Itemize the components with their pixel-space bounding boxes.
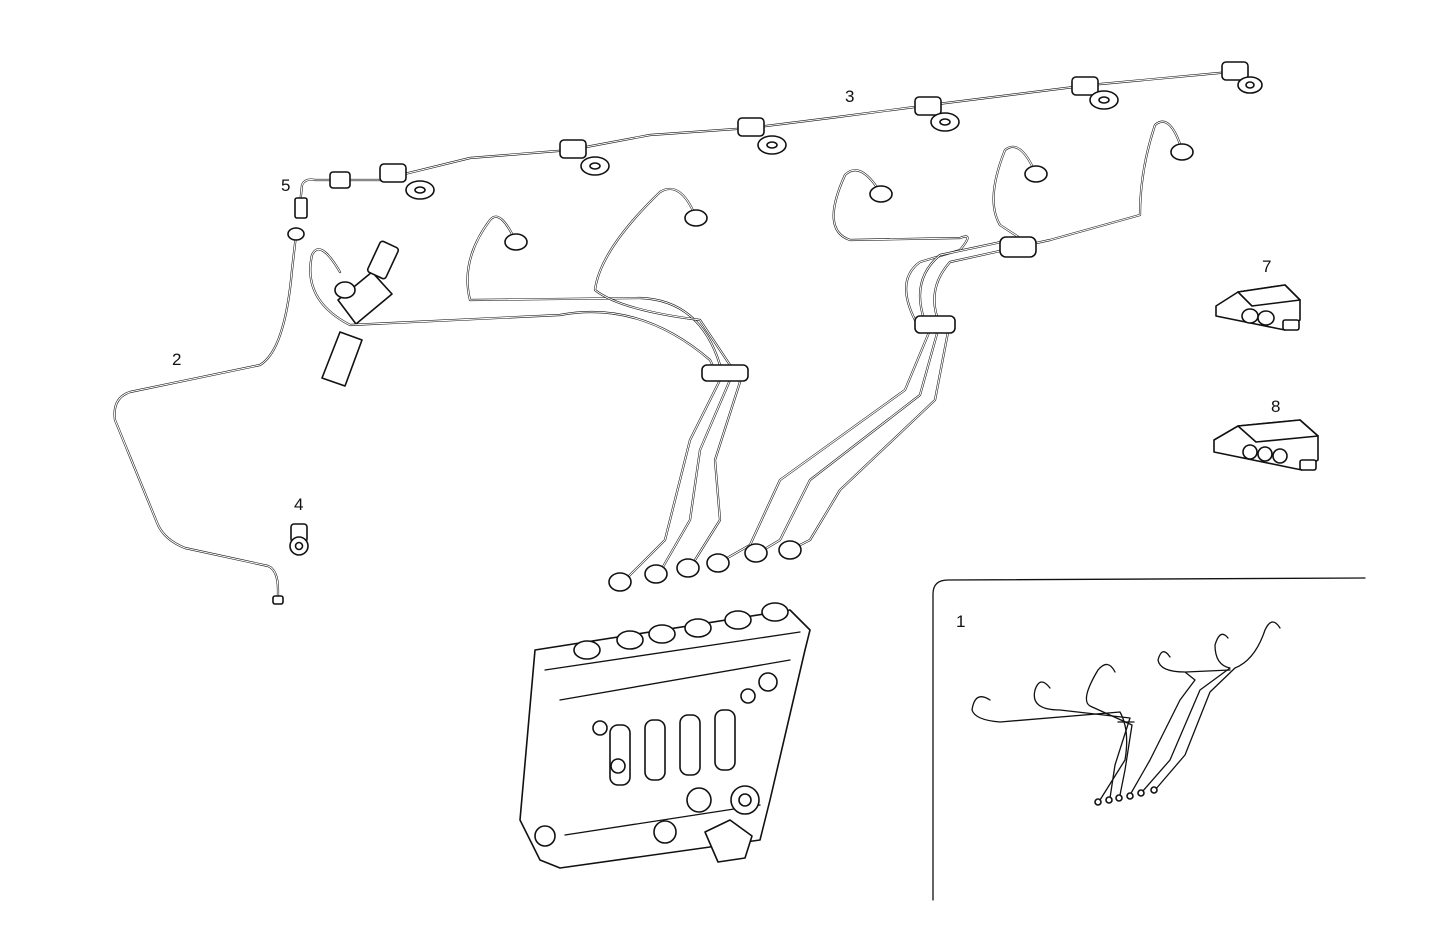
leak-off-pipe	[298, 70, 1232, 207]
banjo-fitting	[914, 96, 960, 132]
clamp-block-7	[1215, 284, 1301, 331]
callout-3: 3	[845, 87, 855, 106]
injector	[321, 240, 400, 387]
clamp-block-8	[1213, 419, 1319, 471]
pipe-2	[113, 227, 305, 605]
pipe-set-nuts	[1094, 786, 1158, 806]
callout-7: 7	[1262, 257, 1272, 276]
delivery-valves	[573, 602, 789, 660]
banjo-fitting	[1221, 61, 1263, 94]
leak-off-banjo-fittings	[379, 61, 1263, 200]
banjo-fitting	[1071, 76, 1119, 110]
callout-8: 8	[1271, 397, 1281, 416]
inset-frame	[932, 577, 1366, 901]
callout-2: 2	[172, 350, 182, 369]
callout-1: 1	[956, 612, 966, 631]
elbow-connector	[294, 171, 351, 219]
banjo-fitting	[379, 163, 435, 200]
banjo-fitting	[559, 139, 610, 176]
callout-5: 5	[281, 176, 291, 195]
banjo-fitting	[737, 117, 787, 155]
injection-pump	[519, 602, 811, 869]
pipe-end-nuts	[608, 540, 802, 592]
callout-4: 4	[294, 495, 304, 514]
complete-pipe-set-1	[971, 621, 1281, 806]
injection-pipes-left	[309, 187, 749, 582]
pipe-clip-4	[289, 523, 309, 556]
injection-pipes-right	[713, 120, 1194, 567]
